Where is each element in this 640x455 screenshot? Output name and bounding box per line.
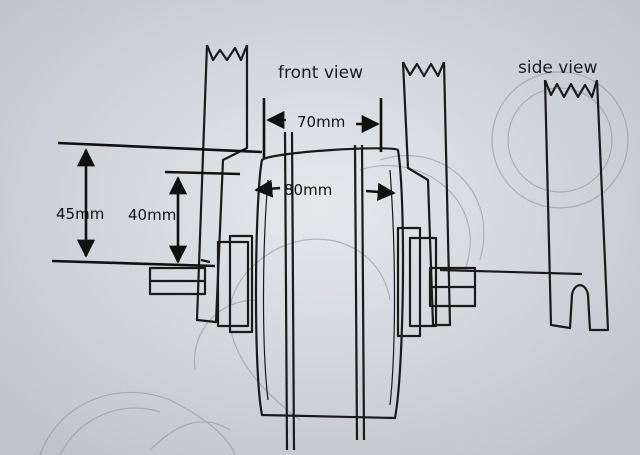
right-axle-stub: [428, 266, 477, 308]
right-dropout: [401, 61, 452, 327]
left-axle-stub: [148, 266, 207, 296]
left-bearing-steps: [216, 234, 254, 334]
dimension-lines: [51, 98, 396, 268]
side-view-label: side view: [518, 58, 597, 78]
dimension-70mm: 70mm: [297, 113, 345, 131]
side-view: [543, 79, 610, 332]
dimension-45mm: 45mm: [56, 205, 104, 223]
hub-body: [254, 147, 405, 420]
front-view-label: front view: [278, 63, 363, 83]
spoke-flanges: [283, 131, 366, 451]
dimension-40mm: 40mm: [128, 206, 176, 224]
dimension-80mm: 80mm: [284, 181, 332, 199]
right-bearing-steps: [396, 226, 438, 338]
axle-extension-line: [439, 268, 583, 276]
